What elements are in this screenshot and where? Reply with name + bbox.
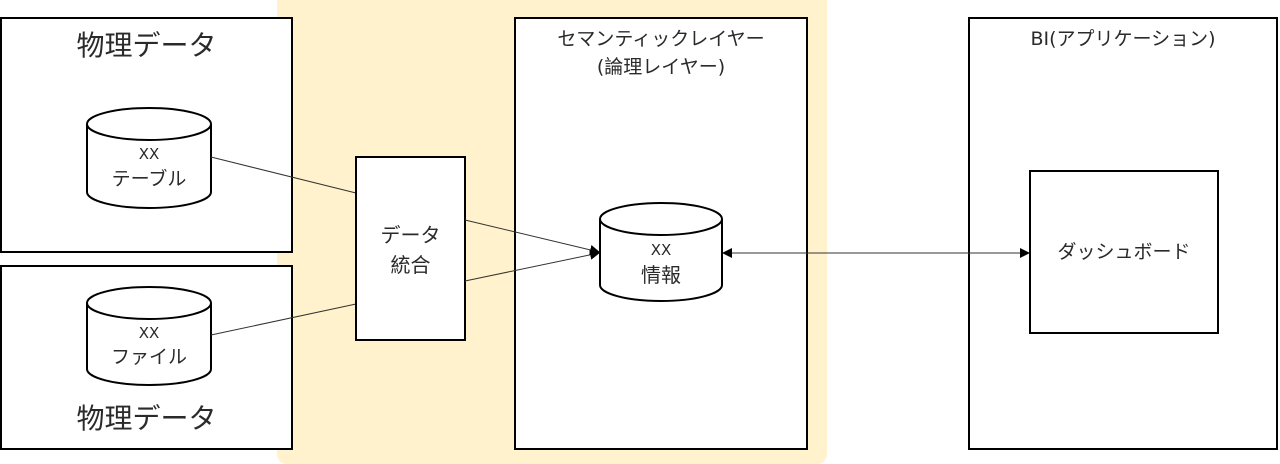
file-store-label-line1: XX [139, 324, 160, 342]
semantic-layer-group: セマンティックレイヤー (論理レイヤー) XX 情報 [514, 17, 808, 450]
edge-table-to-integration [210, 156, 357, 194]
data-integration-box[interactable] [355, 156, 466, 341]
file-store-label-line2: ファイル [111, 346, 187, 368]
physical-data-top-title: 物理データ [76, 29, 216, 62]
edge-integration-to-info-upper [464, 219, 600, 255]
info-store-label-line2: 情報 [641, 263, 681, 287]
physical-data-bottom-group: 物理データ XX ファイル [0, 265, 293, 450]
physical-data-top-group: 物理データ XX テーブル [0, 17, 293, 253]
semantic-layer-title-line1: セマンティックレイヤー [557, 28, 764, 50]
bi-application-group: BI(アプリケーション) ダッシュボード [968, 17, 1278, 450]
file-store-cylinder[interactable]: XX ファイル [86, 286, 212, 386]
data-integration-label-line1: データ [381, 223, 441, 247]
info-store-label-line1: XX [651, 241, 672, 259]
bi-application-title: BI(アプリケーション) [1030, 28, 1215, 50]
data-integration-label-line2: 統合 [391, 253, 431, 277]
semantic-layer-title-line2: (論理レイヤー) [597, 56, 725, 78]
dashboard-label: ダッシュボード [1057, 241, 1190, 263]
dashboard-box[interactable] [1029, 170, 1219, 334]
edge-file-to-integration [210, 303, 357, 336]
data-integration-group: データ 統合 [355, 156, 466, 341]
table-store-label-line2: テーブル [112, 167, 187, 190]
edge-integration-to-info-lower [464, 249, 600, 282]
physical-data-bottom-title: 物理データ [76, 402, 216, 435]
info-store-cylinder[interactable]: XX 情報 [599, 202, 723, 302]
table-store-label-line1: XX [139, 145, 160, 163]
table-store-cylinder[interactable]: XX テーブル [86, 107, 212, 209]
